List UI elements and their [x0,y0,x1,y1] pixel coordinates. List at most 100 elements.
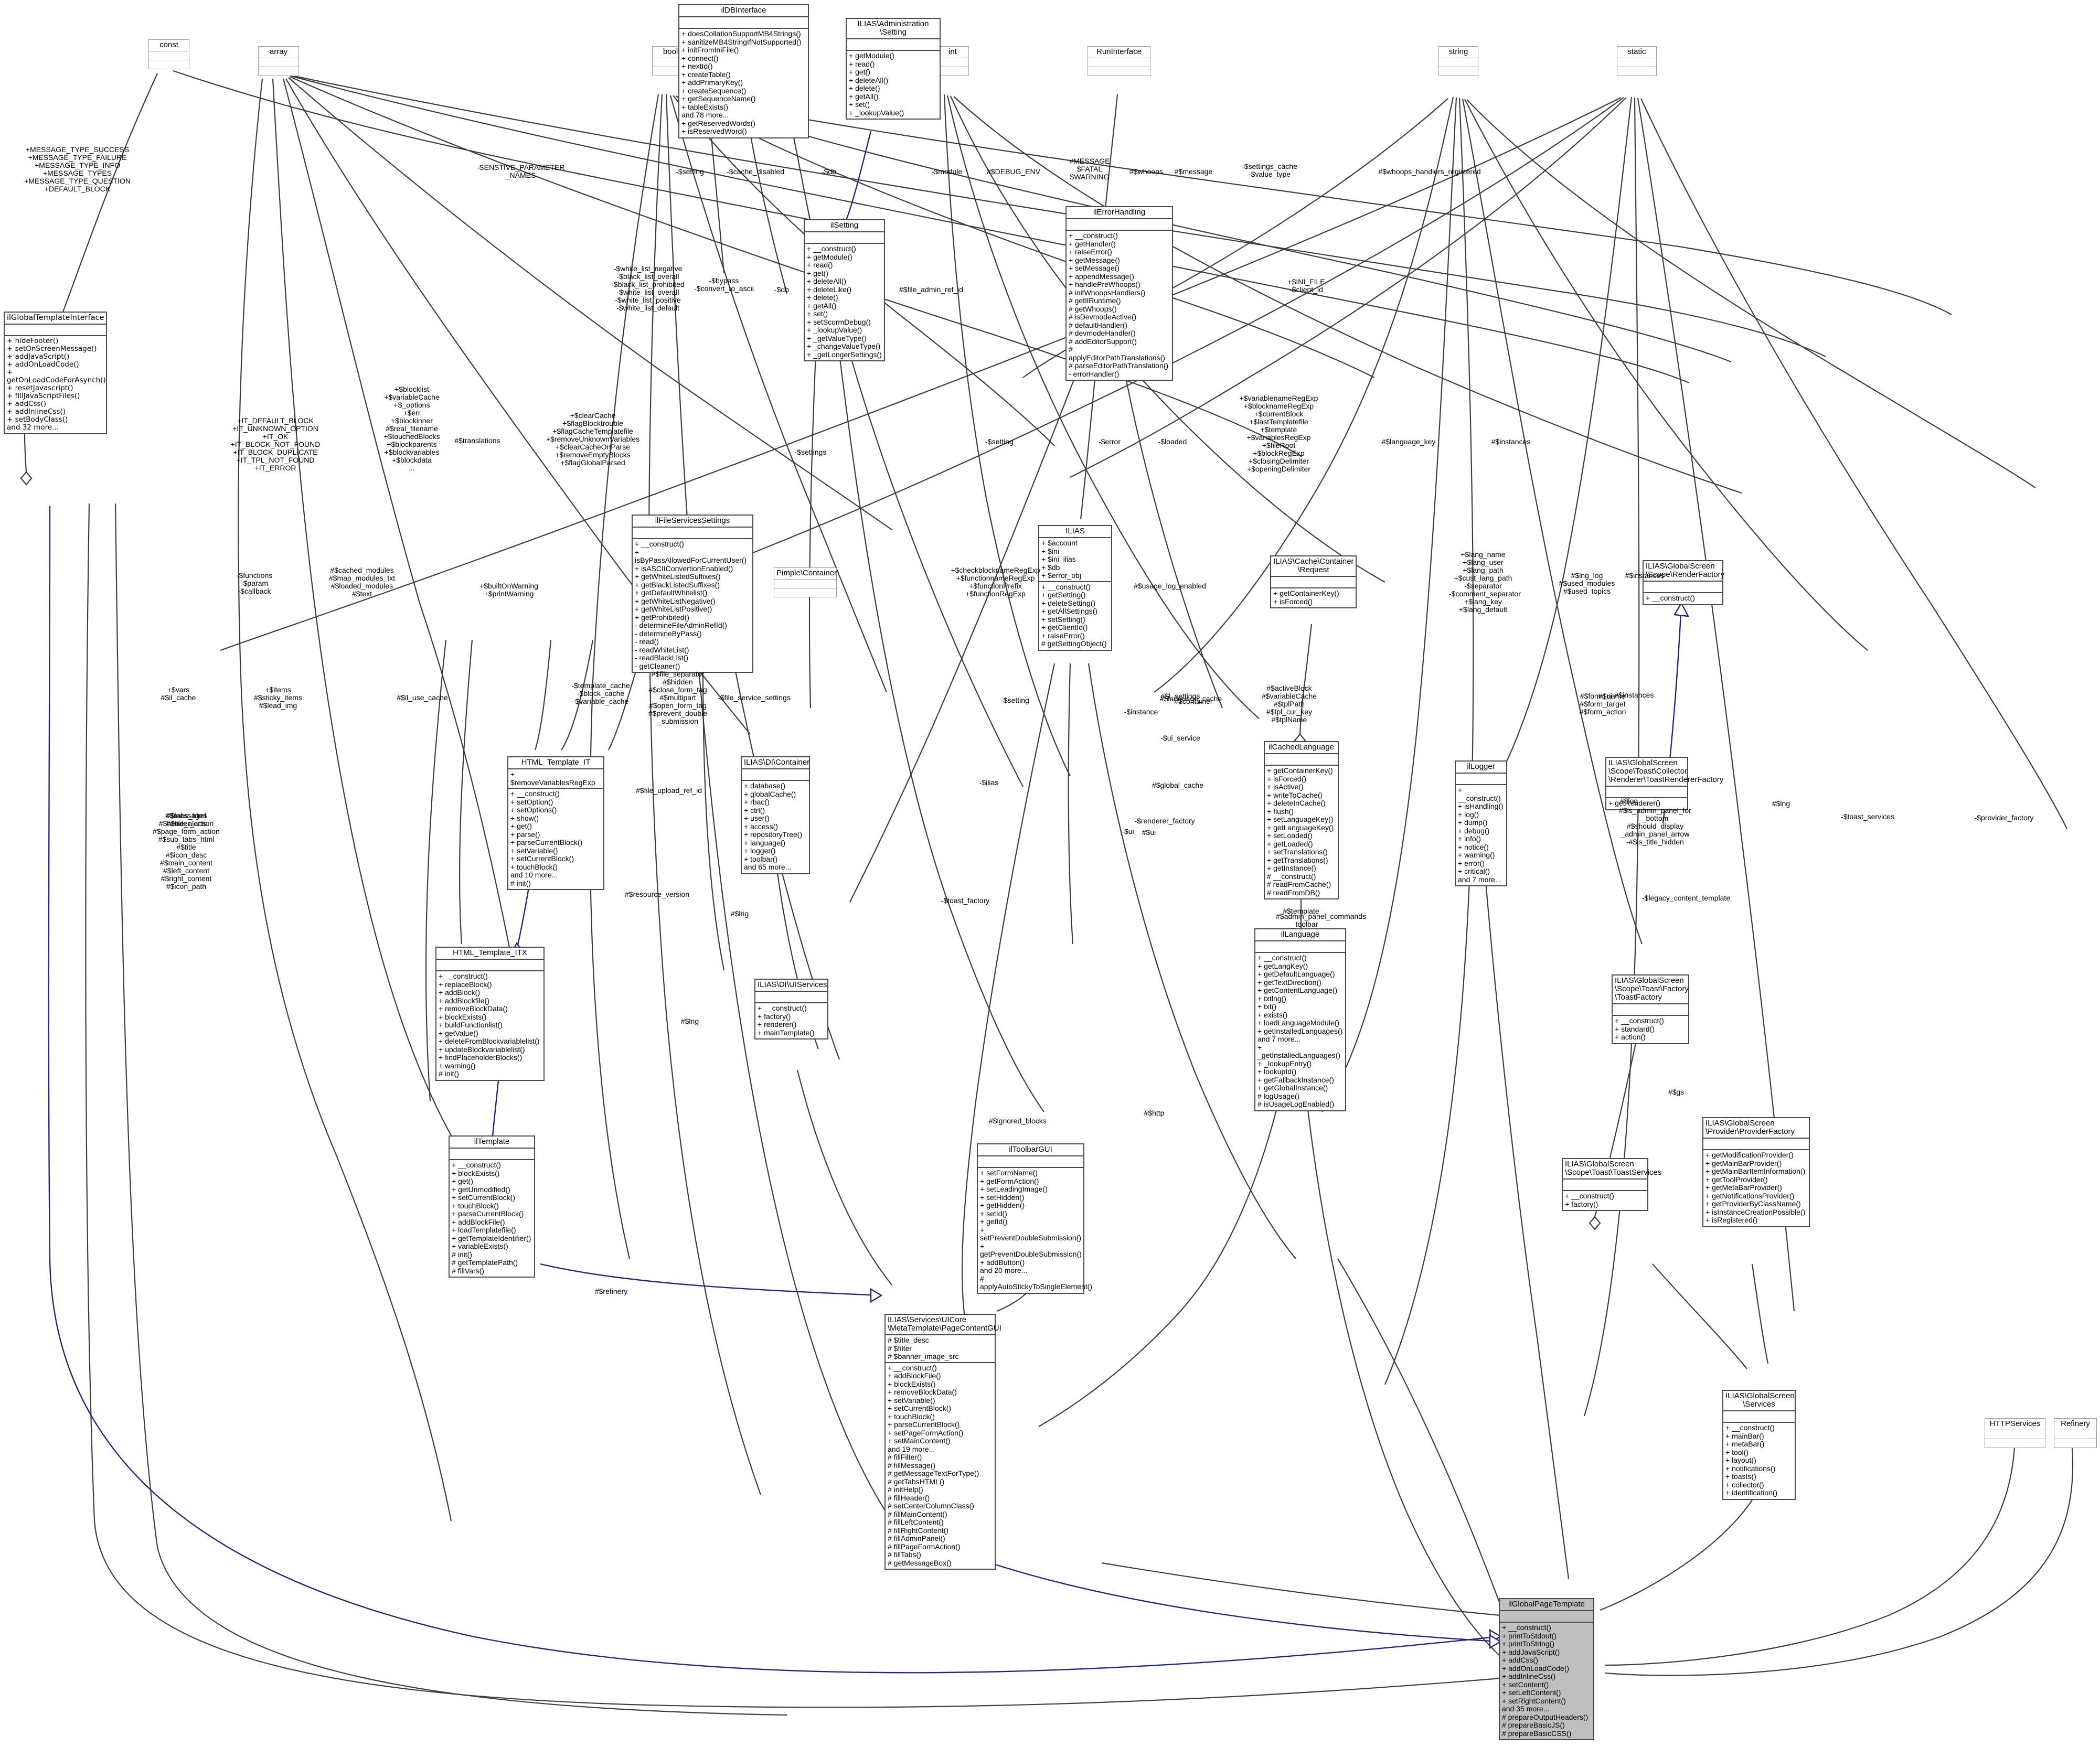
edge-label: -$functions -$param -$callback [236,571,273,595]
class-title: ILIAS\Administration \Setting [857,19,929,37]
class-node-renderfactory[interactable]: ILIAS\GlobalScreen \Scope\RenderFactory … [1643,560,1724,605]
class-node-pagecontentgui[interactable]: ILIAS\Services\UICore \MetaTemplate\Page… [884,1314,1001,1570]
class-attrs [1617,58,1656,67]
class-node-const[interactable]: const [148,39,189,69]
edge-label: -$renderer_factory [1134,817,1195,825]
edge-label: #$ui [1598,692,1613,700]
edge-label: #$tabs_html #$header_action #$page_form_… [153,811,220,891]
class-attrs: + $account + $ini + $ini_ilias + $db + $… [1039,537,1111,581]
class-attrs [1265,753,1338,765]
edge-label: -$toast_factory [941,896,990,905]
class-title: ILIAS\GlobalScreen \Scope\Toast\ToastSer… [1565,1160,1662,1177]
class-node-array[interactable]: array [258,46,299,76]
edge-label: -$toast_services [1841,812,1894,821]
edge-label: +MESSAGE_TYPE_SUCCESS +MESSAGE_TYPE_FAIL… [24,145,131,193]
class-node-toastfactory[interactable]: ILIAS\GlobalScreen \Scope\Toast\Factory … [1612,974,1689,1044]
class-attrs [5,324,106,335]
edge-label: #$DEBUG_ENV [987,167,1040,176]
class-node-ilias[interactable]: ILIAS + $account + $ini + $ini_ilias + $… [1038,525,1112,651]
class-attrs [1606,786,1687,797]
class-title: ILIAS\DI\UIServices [758,980,827,989]
class-node-ilglobaltemplateinterface[interactable]: ilGlobalTemplateInterface + hideFooter()… [4,312,107,434]
edge-label: #$whoops_handlers_registered [1378,167,1481,176]
class-node-string[interactable]: string [1438,46,1478,76]
class-node-ilglobalpagetemplate[interactable]: ilGlobalPageTemplate + __construct() + p… [1499,1598,1594,1740]
class-ops: + __construct() + getSetting() + deleteS… [1039,581,1111,650]
class-node-refinery[interactable]: Refinery [2054,1418,2097,1448]
class-ops: + __construct() + isByPassAllowedForCurr… [633,538,752,672]
class-node-providerfactory[interactable]: ILIAS\GlobalScreen \Provider\ProviderFac… [1702,1117,1810,1227]
class-attrs [1255,940,1345,952]
edge-label: #$language_key [1381,437,1436,446]
class-node-ilsetting[interactable]: ilSetting + __construct() + getModule() … [804,219,885,361]
edge-label: #$log [1619,797,1638,805]
class-title: ILIAS\DI\Container [744,758,810,767]
edge-label: #MESSAGE $FATAL $WARNING [1069,157,1110,181]
class-node-ilerrorhandling[interactable]: ilErrorHandling + __construct() + getHan… [1065,206,1173,381]
edge-label: #$file_upload_ref_id [635,786,702,795]
class-ops: + getContainerKey() + isForced() + isAct… [1265,765,1338,898]
class-attrs [1985,1430,2045,1439]
class-node-ilfileservicessettings[interactable]: ilFileServicesSettings + __construct() +… [632,515,753,673]
class-ops [2054,1439,2096,1448]
class-title: ilDBInterface [721,6,766,15]
class-attrs [1703,1138,1809,1149]
class-node-iliasadminsetting[interactable]: ILIAS\Administration \Setting + getModul… [846,18,941,120]
class-title: int [948,47,957,56]
edge-label: -$legacy_content_template [1642,894,1731,902]
edge-label: -$error [1098,437,1121,446]
class-ops: + getModule() + read() + get() + deleteA… [847,50,940,119]
class-attrs [633,527,752,538]
class-node-iltemplate[interactable]: ilTemplate + __construct() + blockExists… [449,1135,535,1278]
edge-label: +$blocklist +$variableCache +$_options +… [383,385,440,472]
class-node-ildbinterface[interactable]: ilDBInterface + doesCollationSupportMB4S… [678,4,809,138]
edge-label: -$db [774,285,790,294]
class-node-int[interactable]: int [936,46,969,76]
class-node-ildicontainer[interactable]: ILIAS\DI\Container + database() + global… [741,756,810,874]
edge-label: #$lng [1772,799,1790,808]
class-ops: + database() + globalCache() + rbac() + … [742,780,809,873]
class-attrs [805,231,884,243]
class-node-htmltemplateit[interactable]: HTML_Template_IT + $removeVariablesRegEx… [507,756,604,890]
class-node-illanguage[interactable]: ilLanguage + __construct() + getLangKey(… [1254,928,1346,1111]
class-ops: + __construct() + addBlockFile() + block… [886,1362,995,1569]
class-title: const [159,40,178,49]
class-attrs [679,16,808,28]
edge-label: #$ui [1142,828,1156,837]
class-title: HTML_Template_IT [521,758,591,767]
class-node-ilcachedlanguage[interactable]: ilCachedLanguage + getContainerKey() + i… [1264,741,1339,899]
class-title: ilToolbarGUI [1009,1145,1052,1154]
class-attrs [1088,58,1150,67]
class-node-runinterface[interactable]: RunInterface [1088,46,1150,76]
class-node-ilcachecontainerrequest[interactable]: ILIAS\Cache\Container \Request + getCont… [1270,555,1357,608]
class-attrs [1271,576,1356,587]
edge-label: +$lang_name +$lang_user +$lang_path +$cu… [1449,550,1521,614]
edge-label: #$whoops [1129,167,1163,176]
class-title: HTML_Template_ITX [453,948,527,957]
class-node-httpservices[interactable]: HTTPServices [1985,1418,2045,1448]
class-ops: + __construct() + replaceBlock() + addBl… [436,970,543,1080]
class-ops [653,67,688,76]
class-ops: + hideFooter() + setOnScreenMessage() + … [5,335,106,433]
class-ops [1088,67,1150,76]
class-node-illogger[interactable]: ilLogger + __construct() + isHandling() … [1455,760,1507,886]
class-node-htmltemplateitx[interactable]: HTML_Template_ITX + __construct() + repl… [435,947,545,1081]
class-title: ilCachedLanguage [1268,743,1335,752]
class-title: ILIAS\Services\UICore \MetaTemplate\Page… [888,1315,1001,1333]
class-node-static[interactable]: static [1617,46,1657,76]
class-node-iltoolbargui[interactable]: ilToolbarGUI + setFormName() + getFormAc… [977,1143,1092,1294]
class-node-globalscreenservices[interactable]: ILIAS\GlobalScreen \Services + __constru… [1722,1390,1796,1500]
class-ops: + __construct() + factory() [1563,1190,1647,1210]
edge-label: +IT_DEFAULT_BLOCK +IT_UNKNOWN_OPTION +IT… [230,416,321,472]
class-attrs [1613,1003,1688,1015]
class-node-toastservices[interactable]: ILIAS\GlobalScreen \Scope\Toast\ToastSer… [1562,1158,1662,1211]
edge-label: +$builtOnWarning +$printWarning [479,582,538,598]
class-ops: + __construct() + getModule() + read() +… [805,243,884,360]
edge-label: #$instances [1491,437,1531,446]
class-node-pimple-container[interactable]: Pimple\Container [774,567,837,597]
class-node-ildiuiservices[interactable]: ILIAS\DI\UIServices + __construct() + fa… [754,979,828,1039]
class-attrs [937,58,968,67]
class-title: ilGlobalTemplateInterface [7,314,104,322]
class-ops: + setFormName() + getFormAction() + setL… [978,1167,1092,1293]
